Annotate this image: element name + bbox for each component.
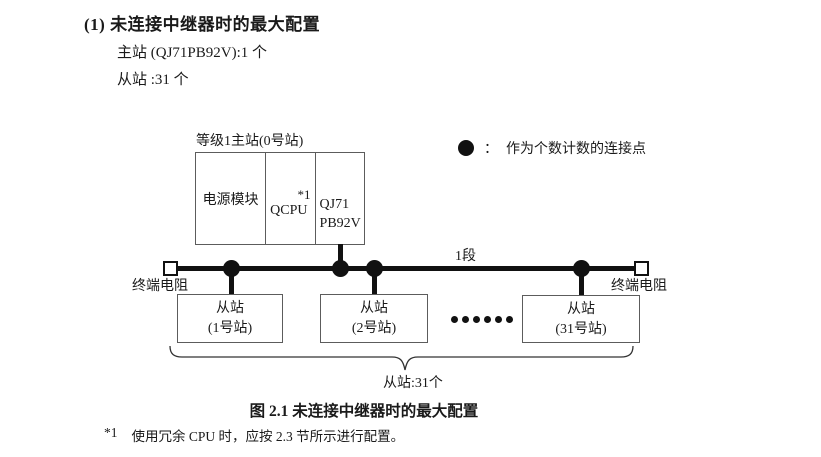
legend-separator: ： [484,142,498,157]
master-station-box: 电源模块 *1 QCPU QJ71 PB92V [195,152,365,245]
slave31-drop-line [579,269,584,296]
slave-station-box-31: 从站 (31号站) [522,295,640,343]
figure-caption: 图 2.1 未连接中继器时的最大配置 [249,403,479,420]
ellipsis-dot [495,316,502,323]
ellipsis-dot [451,316,458,323]
ellipsis-dots [451,316,513,323]
slave-station-box-2: 从站 (2号站) [320,294,428,343]
connection-point [332,260,349,277]
slave-name: 从站 [567,302,595,317]
legend: ： 作为个数计数的连接点 [458,138,646,158]
connection-point [573,260,590,277]
terminator-right-label: 终端电阻 [611,279,667,294]
slave-station-number: (1号站) [207,321,253,336]
slave-name: 从站 [216,301,244,316]
qj71pb92v-line2: PB92V [319,216,361,231]
slave1-drop-line [229,269,234,295]
terminator-left-label: 终端电阻 [132,279,188,294]
master-drop-line [338,244,343,270]
footnote-text: 使用冗余 CPU 时，应按 2.3 节所示进行配置。 [131,429,405,444]
slave-station-number: (2号站) [351,321,397,336]
qcpu-cell-label: QCPU [270,203,308,218]
ellipsis-dot [473,316,480,323]
slave-count-line: 从站 :31 个 [117,72,189,88]
ellipsis-dot [484,316,491,323]
slave-station-box-1: 从站 (1号站) [177,294,283,343]
slave2-drop-line [372,269,377,295]
bus-line [171,266,641,271]
terminator-left-icon [163,261,178,276]
segment-label: 1段 [455,249,476,264]
master-count-line: 主站 (QJ71PB92V):1 个 [117,45,268,61]
legend-text: 作为个数计数的连接点 [506,142,646,157]
power-module-cell: 电源模块 [202,192,259,208]
slave-station-number: (31号站) [555,322,607,337]
footnote-marker: *1 [104,425,118,440]
ellipsis-dot [506,316,513,323]
ellipsis-dot [462,316,469,323]
master-station-label: 等级1主站(0号站) [196,134,304,149]
connection-point [366,260,383,277]
terminator-right-icon [634,261,649,276]
footnote-ref-qcpu: *1 [297,187,311,202]
slaves-brace [169,345,634,371]
connection-point [223,260,240,277]
qcpu-cell: *1 QCPU [265,153,314,244]
footnote: *1 使用冗余 CPU 时，应按 2.3 节所示进行配置。 [104,425,404,445]
slave-total-label: 从站:31个 [383,376,443,391]
qj71pb92v-line1: QJ71 [319,197,350,212]
slave-name: 从站 [360,301,388,316]
page-title: (1) 未连接中继器时的最大配置 [84,15,321,34]
qj71pb92v-cell: QJ71 PB92V [314,153,364,244]
connection-point-icon [458,140,474,156]
